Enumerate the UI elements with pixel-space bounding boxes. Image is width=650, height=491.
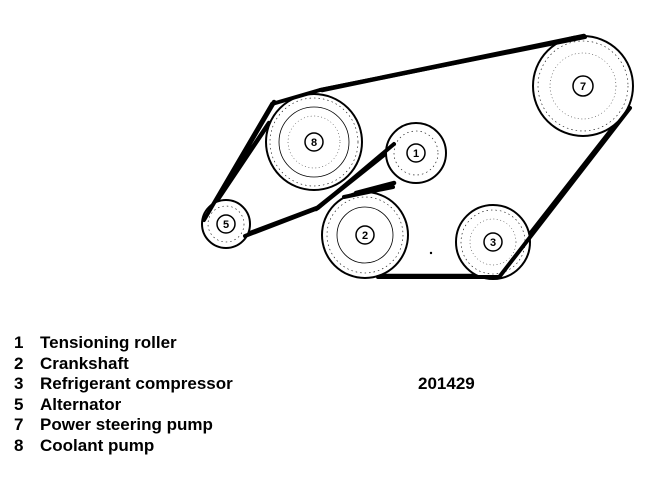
legend-item: 5 Alternator bbox=[14, 395, 233, 416]
legend-label: Power steering pump bbox=[40, 415, 213, 434]
legend-number: 5 bbox=[14, 394, 24, 414]
pulley-refrigerant-compressor: 3 bbox=[455, 204, 531, 280]
legend-label: Refrigerant compressor bbox=[40, 374, 233, 393]
legend-label: Crankshaft bbox=[40, 353, 129, 373]
legend-number: 2 bbox=[14, 353, 24, 373]
legend-number: 1 bbox=[14, 333, 24, 352]
pulley-legend: 1 Tensioning roller 2 Crankshaft 3 Refriger… bbox=[14, 333, 233, 456]
legend-number: 7 bbox=[14, 415, 24, 434]
legend-item: 7 Power steering pump bbox=[14, 415, 233, 436]
legend-label: Coolant pump bbox=[40, 435, 155, 455]
pulley-label-3: 3 bbox=[490, 237, 496, 249]
legend-item: 3 Refrigerant compressor bbox=[14, 374, 233, 395]
legend-number: 3 bbox=[14, 374, 24, 393]
legend-label: Alternator bbox=[40, 394, 122, 414]
pulley-crankshaft: 2 bbox=[321, 191, 409, 279]
pulley-power-steering-pump: 7 bbox=[532, 35, 634, 137]
pulley-tensioning-roller: 1 bbox=[385, 122, 447, 184]
legend-item: 2 Crankshaft bbox=[14, 354, 233, 375]
figure-id: 201429 bbox=[418, 374, 475, 393]
pulley-label-1: 1 bbox=[413, 148, 419, 160]
legend-label: Tensioning roller bbox=[40, 333, 177, 352]
legend-item: 8 Coolant pump bbox=[14, 436, 233, 457]
belt-routing-diagram: 8 1 7 5 2 3 bbox=[201, 33, 634, 280]
pulley-coolant-pump: 8 bbox=[265, 93, 363, 191]
pulley-label-7: 7 bbox=[580, 81, 586, 93]
legend-number: 8 bbox=[14, 435, 24, 455]
legend-item: 1 Tensioning roller bbox=[14, 333, 233, 354]
drive-belt-outer-path bbox=[202, 35, 632, 279]
pulley-label-8: 8 bbox=[311, 137, 317, 149]
pulley-alternator: 5 bbox=[201, 199, 251, 249]
pulley-label-5: 5 bbox=[223, 219, 229, 231]
pulley-label-2: 2 bbox=[362, 230, 368, 242]
stray-mark bbox=[429, 251, 433, 255]
